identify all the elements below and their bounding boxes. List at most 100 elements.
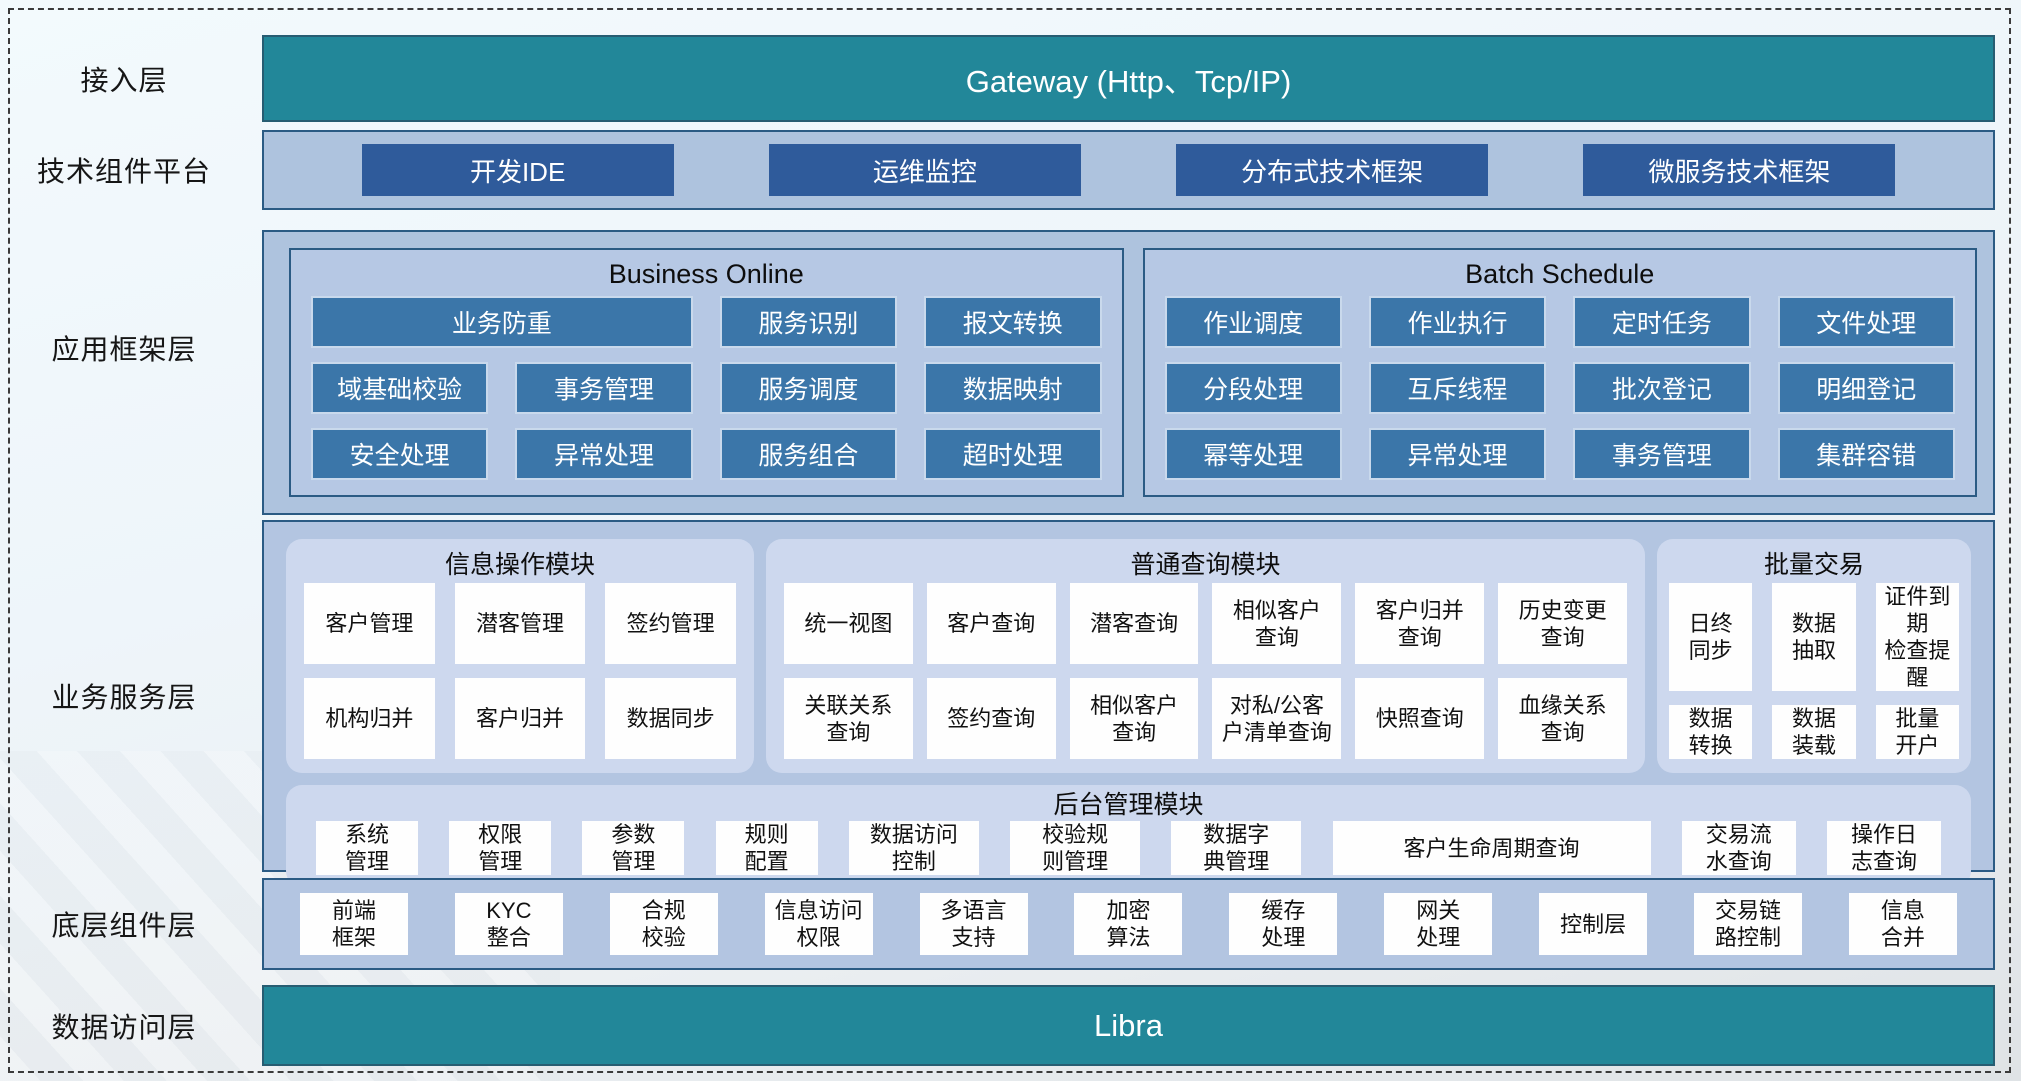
base-components-box: 前端 框架 KYC 整合 合规 校验 信息访问 权限 多语言 支持 加密 算法 … [262, 878, 1995, 970]
component-item: 控制层 [1539, 893, 1648, 955]
module-chip: 定时任务 [1573, 296, 1751, 348]
service-item: 潜客管理 [454, 583, 586, 664]
tech-item-distributed-framework: 分布式技术框架 [1176, 144, 1489, 196]
component-item: 缓存 处理 [1229, 893, 1338, 955]
batch-schedule-section: Batch Schedule 作业调度 作业执行 定时任务 文件处理 分段处理 … [1142, 248, 1977, 497]
component-item: 交易链 路控制 [1694, 893, 1803, 955]
service-item: 校验规 则管理 [1010, 821, 1141, 875]
service-item: 规则 配置 [715, 821, 818, 875]
layer-label-tech-platform: 技术组件平台 [36, 156, 211, 187]
general-query-panel: 普通查询模块 统一视图 客户查询 潜客查询 相似客户 查询 客户归并 查询 历史… [766, 539, 1645, 773]
service-item: 历史变更 查询 [1498, 583, 1627, 664]
service-item: 相似客户 查询 [1069, 678, 1199, 759]
module-chip: 互斥线程 [1368, 362, 1547, 414]
component-item: 信息 合并 [1848, 893, 1957, 955]
tech-item-dev-ide: 开发IDE [361, 144, 674, 196]
module-chip: 数据映射 [924, 362, 1102, 414]
service-item: 签约管理 [605, 583, 736, 664]
module-chip: 明细登记 [1777, 362, 1955, 414]
module-chip: 超时处理 [924, 428, 1102, 480]
service-item: 潜客查询 [1069, 583, 1199, 664]
module-chip: 服务调度 [719, 362, 898, 414]
module-chip: 事务管理 [515, 362, 693, 414]
module-chip: 批次登记 [1573, 362, 1751, 414]
service-item: 权限 管理 [449, 821, 552, 875]
module-chip: 作业调度 [1164, 296, 1342, 348]
business-service-box: 信息操作模块 客户管理 潜客管理 签约管理 机构归并 客户归并 数据同步 普通查… [262, 520, 1995, 887]
service-item: 血缘关系 查询 [1498, 678, 1627, 759]
service-item: 机构归并 [304, 678, 435, 759]
service-item: 关联关系 查询 [784, 678, 913, 759]
service-item: 数据 抽取 [1772, 583, 1856, 691]
service-item: 相似客户 查询 [1212, 583, 1342, 664]
service-item: 客户归并 [454, 678, 586, 759]
service-item: 数据同步 [605, 678, 736, 759]
module-chip: 分段处理 [1164, 362, 1342, 414]
service-item: 数据 转换 [1669, 705, 1753, 759]
libra-bar: Libra [262, 985, 1995, 1066]
service-item: 批量 开户 [1875, 705, 1959, 759]
business-service-top-row: 信息操作模块 客户管理 潜客管理 签约管理 机构归并 客户归并 数据同步 普通查… [286, 539, 1971, 773]
layer-label-business-service: 业务服务层 [51, 682, 197, 713]
component-item: 前端 框架 [300, 893, 408, 955]
service-item: 日终 同步 [1669, 583, 1753, 691]
gateway-title: Gateway (Http、Tcp/IP) [965, 64, 1292, 99]
module-chip: 事务管理 [1573, 428, 1751, 480]
component-item: KYC 整合 [454, 893, 563, 955]
module-chip: 文件处理 [1777, 296, 1955, 348]
module-chip: 报文转换 [924, 296, 1102, 348]
service-item: 交易流 水查询 [1681, 821, 1796, 875]
service-item: 客户查询 [926, 583, 1056, 664]
service-item: 对私/公客 户清单查询 [1212, 678, 1342, 759]
libra-title: Libra [1094, 1007, 1163, 1043]
layer-label-base-components: 底层组件层 [51, 910, 197, 941]
component-item: 加密 算法 [1074, 893, 1183, 955]
module-chip: 异常处理 [1368, 428, 1547, 480]
gateway-bar: Gateway (Http、Tcp/IP) [262, 35, 1995, 122]
tech-platform-bar: 开发IDE 运维监控 分布式技术框架 微服务技术框架 [262, 130, 1995, 210]
service-item: 快照查询 [1355, 678, 1485, 759]
backoffice-admin-title: 后台管理模块 [1053, 791, 1204, 819]
service-item: 数据字 典管理 [1171, 821, 1302, 875]
service-item: 参数 管理 [582, 821, 685, 875]
layer-label-access: 接入层 [80, 64, 168, 96]
module-chip: 幂等处理 [1164, 428, 1342, 480]
info-operation-title: 信息操作模块 [444, 551, 595, 579]
service-item: 客户归并 查询 [1355, 583, 1485, 664]
component-item: 网关 处理 [1384, 893, 1493, 955]
layer-label-data-access: 数据访问层 [51, 1011, 197, 1043]
module-chip: 业务防重 [311, 296, 693, 348]
backoffice-admin-panel: 后台管理模块 系统 管理 权限 管理 参数 管理 规则 配置 数据访问 控制 校… [286, 785, 1971, 887]
tech-item-microservice-framework: 微服务技术框架 [1583, 144, 1896, 196]
batch-schedule-title: Batch Schedule [1465, 258, 1655, 289]
component-item: 多语言 支持 [919, 893, 1028, 955]
module-chip: 安全处理 [311, 428, 489, 480]
module-chip: 域基础校验 [311, 362, 489, 414]
service-item: 签约查询 [926, 678, 1056, 759]
batch-trade-panel: 批量交易 日终 同步 数据 抽取 证件到期 检查提醒 数据 转换 数据 装载 批… [1657, 539, 1971, 773]
service-item: 客户生命周期查询 [1332, 821, 1651, 875]
service-item: 系统 管理 [316, 821, 418, 875]
module-chip: 服务识别 [719, 296, 898, 348]
service-item: 操作日 志查询 [1826, 821, 1941, 875]
tech-item-ops-monitor: 运维监控 [768, 144, 1081, 196]
app-framework-box: Business Online 业务防重 服务识别 报文转换 域基础校验 事务管… [262, 230, 1995, 515]
batch-schedule-grid: 作业调度 作业执行 定时任务 文件处理 分段处理 互斥线程 批次登记 明细登记 … [1164, 296, 1955, 480]
component-item: 信息访问 权限 [764, 893, 873, 955]
business-online-grid: 业务防重 服务识别 报文转换 域基础校验 事务管理 服务调度 数据映射 安全处理… [311, 296, 1102, 480]
module-chip: 作业执行 [1368, 296, 1547, 348]
info-operation-panel: 信息操作模块 客户管理 潜客管理 签约管理 机构归并 客户归并 数据同步 [286, 539, 754, 773]
service-item: 客户管理 [304, 583, 435, 664]
batch-trade-title: 批量交易 [1763, 551, 1864, 579]
service-item: 数据访问 控制 [848, 821, 979, 875]
layer-label-app-framework: 应用框架层 [51, 334, 197, 365]
module-chip: 异常处理 [515, 428, 693, 480]
business-online-title: Business Online [608, 258, 804, 289]
general-query-title: 普通查询模块 [1130, 551, 1281, 579]
module-chip: 集群容错 [1777, 428, 1955, 480]
service-item: 证件到期 检查提醒 [1875, 583, 1959, 691]
service-item: 数据 装载 [1772, 705, 1856, 759]
module-chip: 服务组合 [719, 428, 898, 480]
service-item: 统一视图 [784, 583, 913, 664]
